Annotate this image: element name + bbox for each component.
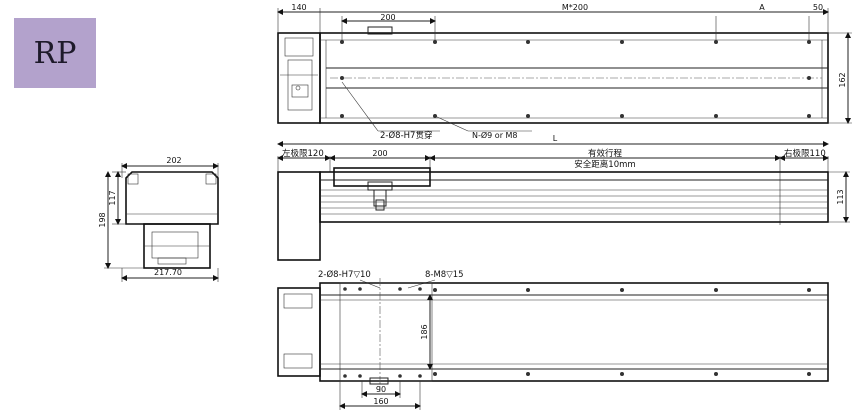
dim-bottom-160: 160 bbox=[373, 397, 388, 406]
callout-bottom-holes-b: 8-M8▽15 bbox=[425, 270, 464, 280]
top-motor-block bbox=[277, 32, 321, 124]
dim-left-limit: 左极限120 bbox=[282, 148, 324, 159]
front-view: 左极限120 200 有效行程 安全距离10mm 右极限110 113 bbox=[277, 148, 850, 261]
dim-right-113: 113 bbox=[836, 189, 845, 204]
dim-safety: 安全距离10mm bbox=[574, 159, 635, 170]
dim-side-202: 202 bbox=[166, 156, 181, 165]
front-rail-body bbox=[319, 171, 829, 223]
dim-top-a: A bbox=[759, 3, 765, 12]
dim-bottom-186: 186 bbox=[420, 324, 429, 339]
bottom-carriage bbox=[339, 282, 433, 382]
dim-stroke: 有效行程 bbox=[588, 148, 623, 159]
model-label: RP bbox=[33, 35, 77, 71]
top-rail-body bbox=[319, 32, 829, 124]
front-carriage bbox=[333, 167, 431, 187]
dim-right-162: 162 bbox=[838, 72, 847, 87]
top-carriage-tab bbox=[367, 26, 393, 35]
callout-through-hole: 2-Ø8-H7贯穿 bbox=[380, 130, 432, 141]
top-view: 140 200 M*200 A 50 162 2-Ø8-H7贯穿 N-Ø9 or… bbox=[277, 3, 852, 147]
dim-side-117: 117 bbox=[108, 190, 117, 205]
end-profile bbox=[125, 171, 219, 225]
dim-bottom-90: 90 bbox=[376, 385, 386, 394]
model-badge: RP bbox=[14, 18, 96, 88]
bottom-mount-holes bbox=[343, 287, 811, 378]
callout-n-holes: N-Ø9 or M8 bbox=[472, 130, 518, 140]
dim-right-limit: 右极限110 bbox=[784, 148, 826, 159]
front-motor bbox=[277, 171, 321, 261]
dim-top-m200: M*200 bbox=[562, 3, 588, 12]
bottom-rail-body bbox=[319, 282, 829, 382]
end-view: 202 117 198 217.70 bbox=[98, 156, 219, 282]
dim-side-217: 217.70 bbox=[154, 268, 182, 277]
dim-top-200: 200 bbox=[380, 13, 395, 22]
dim-side-198: 198 bbox=[98, 212, 107, 227]
top-mount-holes bbox=[340, 40, 811, 118]
dim-top-140: 140 bbox=[291, 3, 306, 12]
bottom-view: 2-Ø8-H7▽10 8-M8▽15 bbox=[277, 269, 829, 410]
dim-length-l: L bbox=[553, 134, 558, 143]
dim-carriage-200: 200 bbox=[372, 149, 387, 158]
callout-bottom-holes-a: 2-Ø8-H7▽10 bbox=[318, 269, 371, 280]
dim-top-50: 50 bbox=[813, 3, 823, 12]
